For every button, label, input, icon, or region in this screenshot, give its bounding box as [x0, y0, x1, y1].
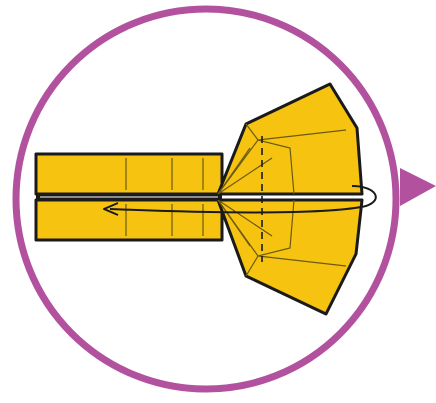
lower-strip: [36, 200, 222, 240]
upper-fan-flap: [218, 84, 362, 194]
folded-paper-model: [36, 84, 362, 314]
pointer-triangle-icon: [400, 168, 436, 206]
lower-fan-flap: [218, 200, 362, 314]
upper-strip: [36, 154, 222, 194]
